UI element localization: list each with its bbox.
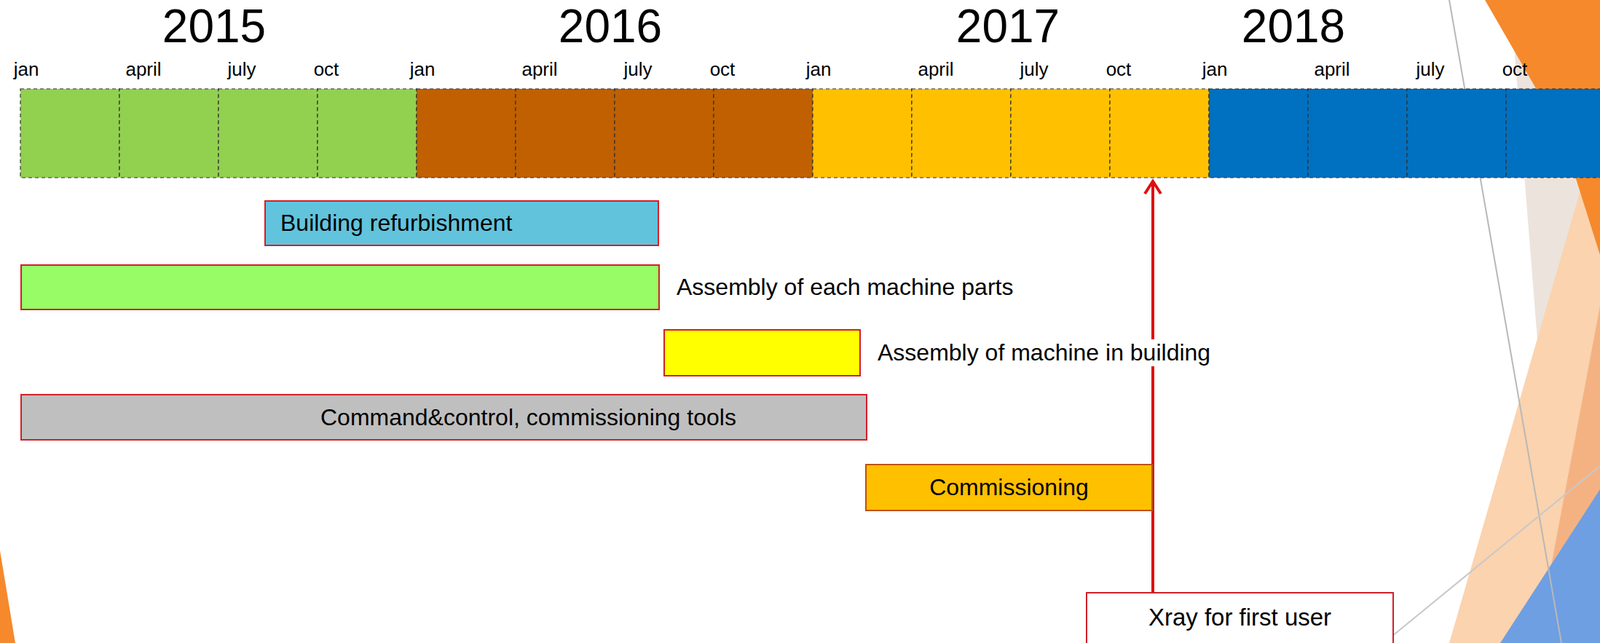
month-label: april [125, 58, 161, 81]
task-label: Command&control, commissioning tools [320, 404, 737, 432]
quarter-cell [1010, 88, 1110, 178]
year-label: 2016 [558, 0, 662, 54]
month-label: july [1019, 58, 1048, 81]
arrow-head [1144, 181, 1161, 194]
quarter-cell [218, 88, 318, 178]
quarter-cell [1208, 88, 1308, 178]
year-label: 2017 [956, 0, 1060, 54]
year-label: 2015 [162, 0, 266, 54]
month-label: april [1313, 58, 1350, 81]
task-label: Assembly of each machine parts [674, 273, 1016, 301]
quarter-cell [713, 88, 813, 178]
quarter-cell [1407, 88, 1507, 178]
month-label: july [227, 58, 256, 81]
quarter-cells [20, 88, 1600, 178]
quarter-cell [119, 88, 219, 178]
quarter-cell [911, 88, 1011, 178]
quarter-cell [1109, 88, 1209, 178]
quarter-cell [812, 88, 912, 178]
milestone-arrow [1144, 181, 1161, 593]
quarter-cell [1506, 88, 1600, 178]
month-label: jan [806, 58, 832, 81]
month-label: oct [1106, 58, 1132, 81]
month-label: july [623, 58, 652, 81]
month-label: jan [1202, 58, 1228, 81]
task-label: Building refurbishment [280, 209, 512, 237]
task-bar: Assembly of each machine parts [20, 264, 660, 311]
month-label: jan [13, 58, 40, 81]
month-label: oct [1502, 58, 1528, 81]
decor-line [1383, 466, 1600, 643]
milestone-box: Xray for first user [1085, 592, 1394, 643]
quarter-cell [614, 88, 714, 178]
decor-triangle [0, 550, 16, 643]
task-label: Xray for first user [1148, 603, 1332, 632]
quarter-cell [317, 88, 417, 178]
quarter-cell [1307, 88, 1408, 178]
decor-triangle [1500, 489, 1600, 643]
task-label: Assembly of machine in building [875, 339, 1213, 367]
month-label: jan [410, 58, 436, 81]
month-label: april [917, 58, 954, 81]
month-label: april [521, 58, 558, 81]
quarter-cell [20, 88, 120, 178]
task-bar: Assembly of machine in building [663, 329, 861, 377]
task-bar: Command&control, commissioning tools [20, 393, 868, 441]
task-label: Commissioning [929, 474, 1089, 502]
quarter-cell [416, 88, 516, 178]
decor-triangle [1449, 122, 1600, 643]
month-label: july [1415, 58, 1445, 81]
year-label: 2018 [1241, 0, 1346, 54]
arrow-line [1151, 182, 1155, 593]
month-label: oct [710, 58, 736, 81]
month-label: oct [313, 58, 340, 81]
task-bar: Commissioning [865, 463, 1153, 512]
task-bar: Building refurbishment [264, 200, 660, 247]
quarter-cell [515, 88, 615, 178]
